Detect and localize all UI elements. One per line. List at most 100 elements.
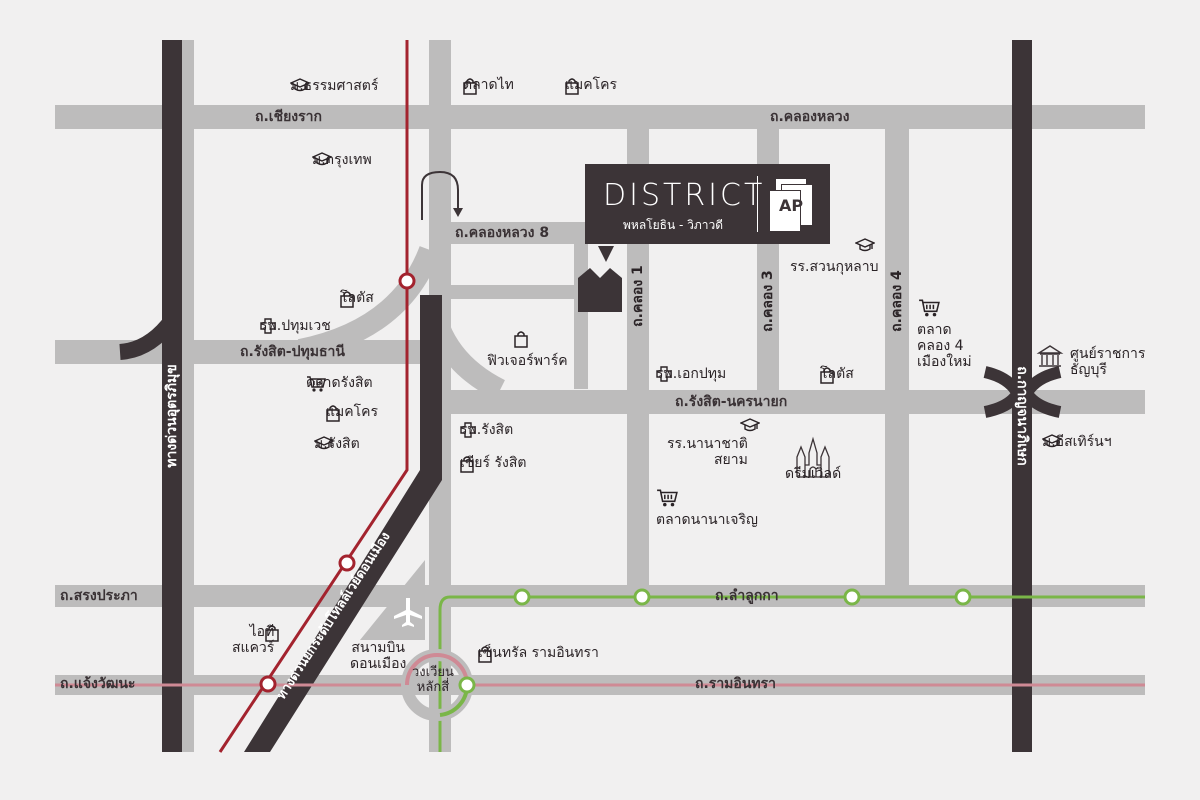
road-label-khlong-1: ถ.คลอง 1 [630,265,646,327]
hospital-cross-icon [656,366,672,382]
road-label-chaeng-watthana: ถ.แจ้งวัฒนะ [60,676,136,692]
poi-lotus-east[interactable]: โลตัส [820,366,854,384]
shopping-bag-icon [565,78,579,95]
red-line-route [218,40,409,753]
shopping-bag-icon [514,331,528,348]
project-card-divider [757,176,758,232]
road-label-rangsit-pathum: ถ.รังสิต-ปทุมธานี [240,344,345,360]
road-label-utraphimuk: ทางด่วนอุตรภิมุข [164,364,180,468]
road-future-connector [574,244,588,389]
minor-roads [55,40,1145,752]
poi-talad-rangsit[interactable]: ตลาดรังสิต [306,375,373,392]
shopping-cart-icon [919,299,940,317]
poi-label: รพ.รังสิต [460,422,514,438]
red-station-1 [398,272,416,290]
road-label-khlong-4: ถ.คลอง 4 [889,270,905,332]
project-pointer [598,246,614,262]
road-label-ram-intra: ถ.รามอินทรา [695,676,776,692]
poi-makro-rangsit[interactable]: แมคโคร [326,404,378,422]
government-building-icon [1036,345,1064,367]
green-station-lak-si [458,676,476,694]
poi-rangsit-university[interactable]: ม.รังสิต [314,436,360,452]
graduation-cap-icon [312,152,332,166]
green-station-1 [513,588,531,606]
poi-pathumvech-hospital[interactable]: รพ.ปทุมเวช [260,318,331,334]
poi-label: เชียร์ รังสิต [460,455,527,471]
road-label-khlong-luang: ถ.คลองหลวง [770,109,850,125]
green-station-4 [954,588,972,606]
road-label-chiang-rak: ถ.เชียงราก [255,109,322,125]
road-label-khlong-luang-8: ถ.คลองหลวง 8 [455,225,550,241]
poi-eastern-university[interactable]: ม.อีสเทิร์นฯ [1042,434,1112,450]
poi-lotus-west[interactable]: โลตัส [340,290,374,308]
shopping-bag-icon [265,625,279,642]
road-rangsit-pathum [55,340,420,364]
poi-cheer-rangsit[interactable]: เชียร์ รังสิต [460,455,527,473]
shopping-bag-icon [820,367,834,384]
u-turn-arrow [421,170,459,220]
poi-bangkok-university[interactable]: ม.กรุงเทพ [312,152,372,168]
project-location-icon [578,268,622,312]
hospital-cross-icon [260,318,276,334]
shopping-bag-icon [478,646,492,663]
road-khlong-4 [885,128,909,588]
green-station-2 [633,588,651,606]
poi-label: รพ.ปทุมเวช [260,318,331,334]
poi-ekpathum-hospital[interactable]: รพ.เอกปทุม [656,366,726,382]
project-brand: DISTRICT [603,178,766,213]
poi-suankularb-label: รร.สวนกุหลาบ [790,259,879,275]
graduation-cap-icon [290,78,310,92]
u-turn-arrowhead [453,208,463,217]
poi-thammasat[interactable]: ม.ธรรมศาสตร์ [290,78,378,94]
poi-future-park-label: ฟิวเจอร์พาร์ค [487,353,568,369]
poi-label: ม.ธรรมศาสตร์ [290,78,379,94]
kanchanaphisek-interchange [983,366,1062,418]
poi-talad-klong4-label: ตลาด คลอง 4 เมืองใหม่ [917,322,972,371]
poi-airport-label: สนามบิน ดอนเมือง [350,640,407,673]
road-label-kanchanaphisek: ถ.กาญจนาภิเษก [1014,366,1030,466]
poi-nanachat-label: รร.นานาชาติ สยาม [667,436,748,469]
road-label-lam-luk-ka: ถ.ลำลูกกา [715,588,779,604]
expressway-tollway [244,295,442,752]
poi-label: ม.กรุงเทพ [312,152,372,168]
graduation-cap-icon [314,436,334,450]
poi-talad-nana-label: ตลาดนานาเจริญ [656,512,758,528]
project-card[interactable]: DISTRICT พหลโยธิน - วิภาวดี AP [585,164,830,244]
green-line-route [438,595,1145,752]
poi-makro-north[interactable]: แมคโคร [565,77,617,95]
poi-central-ramintra[interactable]: เซ็นทรัล รามอินทรา [478,645,599,663]
road-label-songprapa: ถ.สรงประภา [60,588,138,604]
expressway-utraphimuk [162,40,182,752]
shopping-cart-icon [657,489,678,507]
road-chiang-rak [55,105,1145,129]
green-station-3 [843,588,861,606]
airplane-icon [394,598,422,627]
road-khlong-luang-8 [432,222,587,244]
poi-rangsit-hospital[interactable]: รพ.รังสิต [460,422,513,438]
poi-label: เซ็นทรัล รามอินทรา [478,645,599,661]
shopping-cart-icon [307,376,326,392]
poi-talad-thai[interactable]: ตลาดไท [463,77,514,95]
poi-it-square-label: ไอที สแควร์ [232,624,275,657]
poi-label: รพ.เอกปทุม [656,366,727,382]
road-label-khlong-3: ถ.คลอง 3 [760,270,776,332]
road-connector [432,285,597,299]
shopping-bag-icon [326,405,340,422]
developer-logo: AP [769,178,819,232]
poi-dreamworld-label: ดรีมเวิลด์ [785,466,842,482]
poi-label: โลตัส [340,290,374,306]
dreamworld-castle-icon [796,436,830,478]
poi-govt-center-label: ศูนย์ราชการ ธัญบุรี [1070,346,1146,379]
poi-label: โลตัส [820,366,854,382]
graduation-cap-icon [740,418,760,432]
lak-si-pink-arc [405,653,469,686]
graduation-cap-icon [855,238,875,252]
road-label-rangsit-nakhon-nayok: ถ.รังสิต-นครนายก [675,394,788,410]
red-station-2 [338,554,356,572]
shopping-bag-icon [463,78,477,95]
hospital-cross-icon [460,422,476,438]
developer-logo-text: AP [779,196,804,215]
graduation-cap-icon [1042,434,1062,448]
shopping-bag-icon [340,291,354,308]
